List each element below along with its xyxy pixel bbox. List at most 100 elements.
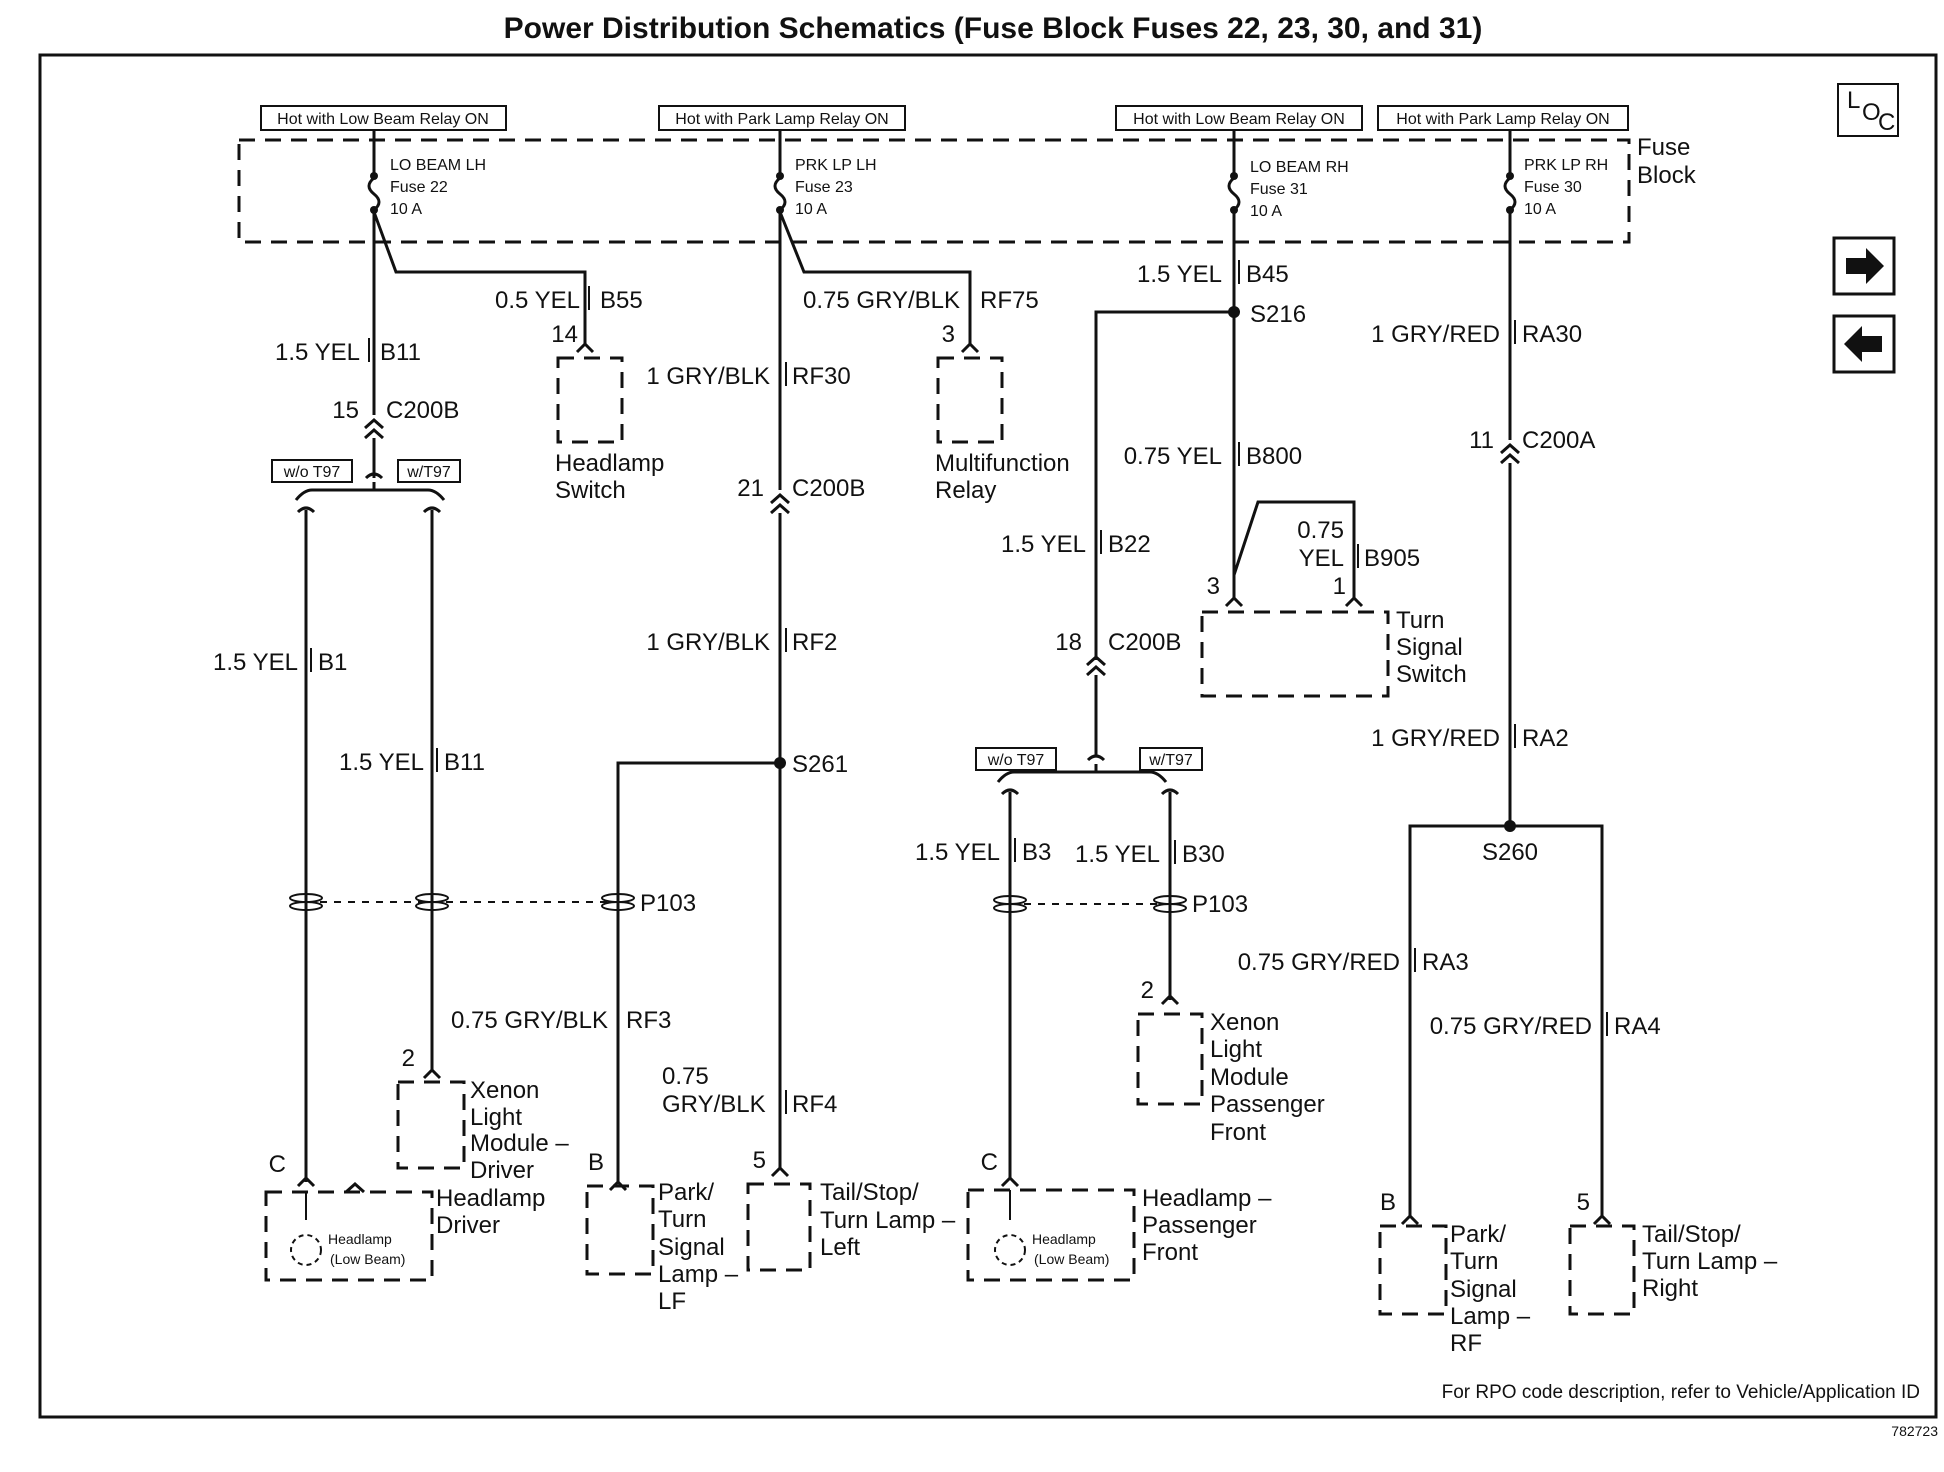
wire-circuit: RF75 <box>980 287 1039 314</box>
fuse-terminal <box>370 172 378 180</box>
connector-pin: 18 <box>1055 629 1082 656</box>
wire-gauge: 1.5 YEL <box>339 749 424 776</box>
hot-label: Hot with Park Lamp Relay ON <box>675 111 888 128</box>
component-label: Turn Lamp – <box>820 1207 956 1234</box>
component-label: Turn <box>1450 1248 1498 1275</box>
lamp-label: (Low Beam) <box>330 1251 405 1267</box>
connector-pin: 2 <box>1141 977 1154 1004</box>
connector-pin: 11 <box>1469 427 1494 454</box>
component-label: Front <box>1142 1239 1198 1266</box>
option-box <box>1139 747 1203 771</box>
connector-pin: 5 <box>1577 1189 1590 1216</box>
fuse-block-label: Fuse <box>1637 134 1690 161</box>
fuse-name: PRK LP LH <box>795 157 877 174</box>
wire-circuit: B1 <box>318 649 347 676</box>
option-label: w/o T97 <box>987 752 1045 769</box>
fuse-name: LO BEAM LH <box>390 157 486 174</box>
fuse-block-label-2: Block <box>1637 162 1697 189</box>
splice-dot <box>1504 820 1516 832</box>
component-label: Turn <box>1396 607 1444 634</box>
connector-name: C200B <box>1108 629 1181 656</box>
wire-gauge: 1.5 YEL <box>1001 531 1086 558</box>
connector-name: C200B <box>792 475 865 502</box>
wire-circuit: RA30 <box>1522 321 1582 348</box>
component-label: Front <box>1210 1119 1266 1146</box>
lamp-label: Headlamp <box>328 1231 392 1247</box>
wire-gauge: 1.5 YEL <box>915 839 1000 866</box>
lamp-label: Headlamp <box>1032 1231 1096 1247</box>
loc-letter: C <box>1878 109 1895 136</box>
connector-name: P103 <box>640 890 696 917</box>
connector-pin: 14 <box>551 321 578 348</box>
fuse-rating: 10 A <box>390 201 422 218</box>
loc-button[interactable]: L O C <box>1837 83 1899 137</box>
component-label: Module <box>1210 1064 1289 1091</box>
tail-stop-right-component <box>1568 1224 1636 1316</box>
connector-name: C200B <box>386 397 459 424</box>
tail-stop-left-component <box>746 1182 812 1272</box>
component-label: Passenger <box>1142 1212 1257 1239</box>
wire-circuit: RF4 <box>792 1091 837 1118</box>
inline-connector <box>993 895 1027 913</box>
splice-dot <box>1228 306 1240 318</box>
component-label: Module – <box>470 1130 569 1157</box>
component-label: RF <box>1450 1330 1482 1357</box>
connector-name: P103 <box>1192 891 1248 918</box>
fuse-rating: 10 A <box>1250 203 1282 220</box>
circuit-lo-beam-rh <box>996 212 1356 1180</box>
option-box <box>975 747 1057 771</box>
splice-dot <box>774 757 786 769</box>
wire-circuit: B11 <box>444 749 485 776</box>
wire-gauge: 1 GRY/BLK <box>646 629 770 656</box>
wire-circuit: B3 <box>1022 839 1051 866</box>
connector-pin: 3 <box>942 321 955 348</box>
component-label: Headlamp <box>555 450 664 477</box>
wire-gauge: 0.75 GRY/RED <box>1238 949 1400 976</box>
wire-gauge: 1.5 YEL <box>275 339 360 366</box>
next-page-button[interactable] <box>1832 236 1896 296</box>
connector-pin: 5 <box>753 1147 766 1174</box>
wire-circuit: B11 <box>380 339 421 366</box>
park-turn-lf-component <box>585 1184 655 1276</box>
diagram-frame <box>38 53 1938 1419</box>
wire-circuit: RF2 <box>792 629 837 656</box>
turn-signal-switch-component <box>1200 610 1390 698</box>
bulb-icon <box>994 1234 1026 1266</box>
fuse-22: LO BEAM LH Fuse 22 10 A <box>367 130 486 218</box>
fuse-terminal <box>1506 206 1514 214</box>
component-label: Switch <box>555 477 626 504</box>
option-box <box>397 459 461 483</box>
fuse-rating: 10 A <box>795 201 827 218</box>
component-label: Light <box>1210 1036 1262 1063</box>
bulb-icon <box>290 1234 322 1266</box>
connector-pin: B <box>588 1149 604 1176</box>
component-label: Left <box>820 1234 860 1261</box>
component-label: Tail/Stop/ <box>820 1179 919 1206</box>
fuse-terminal <box>776 206 784 214</box>
wire-gauge: 1 GRY/BLK <box>646 363 770 390</box>
fuse-number: Fuse 31 <box>1250 181 1308 198</box>
option-box <box>271 459 353 483</box>
headlamp-passenger-component <box>966 1188 1136 1282</box>
component-label: Signal <box>658 1234 725 1261</box>
component-label: LF <box>658 1288 686 1315</box>
splice-label: S261 <box>792 751 848 778</box>
connector-pin: C <box>981 1149 998 1176</box>
circuit-lo-beam-lh <box>294 211 587 1194</box>
park-turn-rf-component <box>1378 1224 1448 1316</box>
inline-connector <box>289 893 323 911</box>
component-label: Xenon <box>1210 1009 1279 1036</box>
connector-pin: 2 <box>402 1045 415 1072</box>
page-title: Power Distribution Schematics (Fuse Bloc… <box>504 12 1483 45</box>
hot-label-box <box>1377 105 1629 131</box>
wire-gauge: 0.75 GRY/BLK <box>451 1007 608 1034</box>
wire-circuit: B800 <box>1246 443 1302 470</box>
wire-gauge: 1 GRY/RED <box>1371 725 1500 752</box>
component-label: Lamp – <box>1450 1303 1531 1330</box>
fuse-name: LO BEAM RH <box>1250 159 1349 176</box>
wire-gauge-part: 0.75 <box>662 1063 709 1090</box>
wire-circuit: RA4 <box>1614 1013 1661 1040</box>
prev-page-button[interactable] <box>1832 314 1896 374</box>
connector-pin: B <box>1380 1189 1396 1216</box>
xenon-passenger-component <box>1136 1012 1204 1106</box>
